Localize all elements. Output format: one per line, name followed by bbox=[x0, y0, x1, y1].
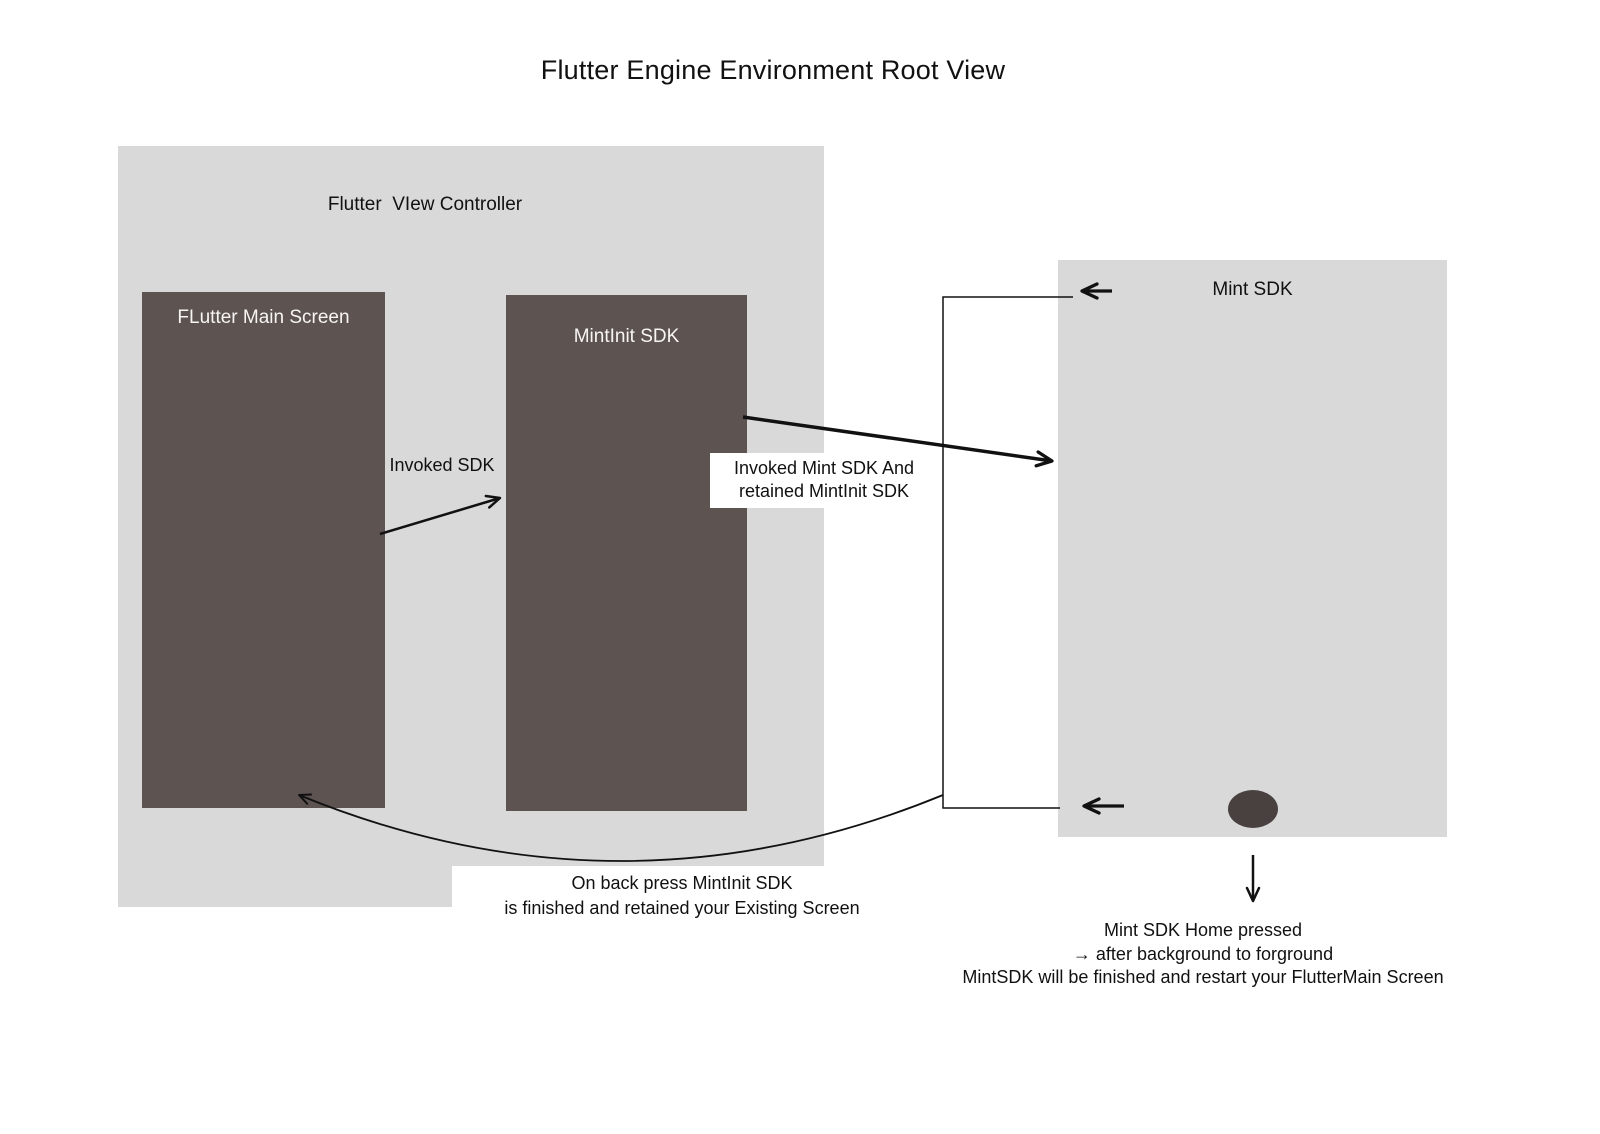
home-pressed-note-line2: → after background to forground bbox=[1072, 943, 1334, 964]
mint-sdk-bracket-connector bbox=[942, 296, 1073, 809]
flutter-view-controller-label: Flutter VIew Controller bbox=[327, 194, 523, 215]
invoked-mint-sdk-label-line2: retained MintInit SDK bbox=[738, 481, 910, 501]
invoked-mint-sdk-label-line1: Invoked Mint SDK And bbox=[733, 458, 915, 478]
home-pressed-note: Mint SDK Home pressed → after background… bbox=[903, 919, 1503, 990]
flutter-main-screen-label: FLutter Main Screen bbox=[177, 307, 350, 328]
mintinit-sdk-label: MintInit SDK bbox=[573, 326, 680, 347]
invoked-mint-sdk-label: Invoked Mint SDK And retained MintInit S… bbox=[710, 453, 938, 508]
invoked-sdk-label: Invoked SDK bbox=[389, 455, 495, 475]
home-button-ellipse bbox=[1228, 790, 1278, 828]
back-press-label-line2: is finished and retained your Existing S… bbox=[504, 898, 860, 918]
back-press-label-line1: On back press MintInit SDK bbox=[571, 873, 793, 893]
mint-sdk-container bbox=[1058, 260, 1447, 837]
mint-sdk-label: Mint SDK bbox=[1212, 279, 1293, 300]
mintinit-sdk-box: MintInit SDK bbox=[506, 295, 747, 811]
home-pressed-note-line3: MintSDK will be finished and restart you… bbox=[962, 967, 1444, 987]
page-title: Flutter Engine Environment Root View bbox=[540, 55, 1006, 85]
back-press-label: On back press MintInit SDK is finished a… bbox=[452, 866, 912, 927]
home-pressed-note-line1: Mint SDK Home pressed bbox=[1103, 920, 1303, 940]
flutter-main-screen-box: FLutter Main Screen bbox=[142, 292, 385, 808]
